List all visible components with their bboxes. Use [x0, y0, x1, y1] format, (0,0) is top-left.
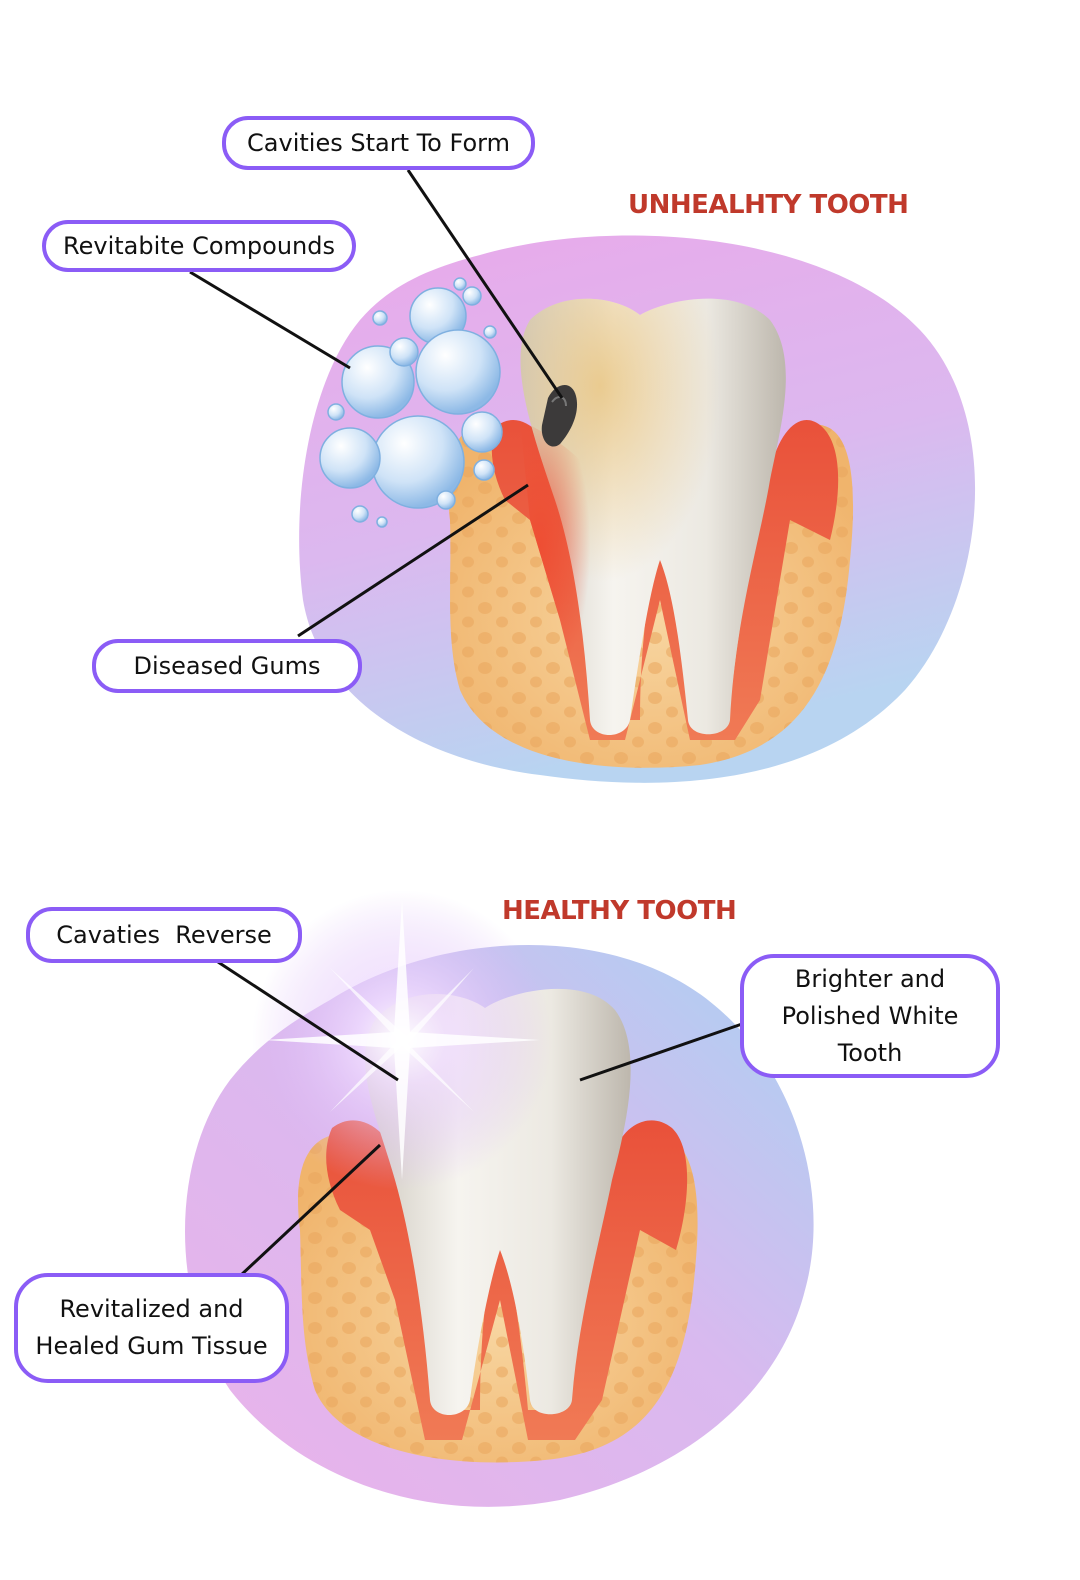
leader-cavities — [406, 169, 564, 399]
sparkle-glow — [252, 890, 552, 1190]
foam-bubbles — [319, 277, 503, 528]
label-revitalized-healed-gum-tissue: Revitalized and Healed Gum Tissue — [14, 1273, 289, 1383]
healthy-tooth-illustration — [298, 988, 698, 1463]
label-revitabite-compounds: Revitabite Compounds — [42, 220, 356, 272]
label-cavaties-reverse: Cavaties Reverse — [26, 907, 302, 963]
leader-reverse — [217, 960, 399, 1082]
unhealthy-tooth-illustration — [448, 298, 854, 768]
label-cavities-start-to-form: Cavities Start To Form — [222, 116, 535, 170]
label-diseased-gums: Diseased Gums — [92, 639, 362, 693]
leader-white — [579, 1022, 743, 1082]
unhealthy-heading: UNHEALHTY TOOTH — [628, 190, 909, 220]
label-brighter-polished-white-tooth: Brighter and Polished White Tooth — [740, 954, 1000, 1078]
leader-compounds — [189, 270, 351, 370]
leader-tissue — [238, 1143, 382, 1278]
healthy-heading: HEALTHY TOOTH — [502, 896, 737, 926]
leader-gums — [297, 483, 529, 638]
